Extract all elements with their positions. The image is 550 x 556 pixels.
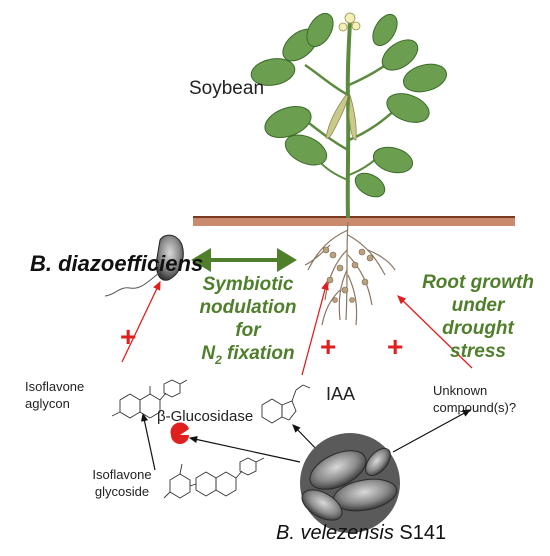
plus-sign-aglycon: + — [120, 321, 137, 352]
root-line3: stress — [450, 341, 506, 362]
soybean-plant — [250, 12, 448, 219]
aglycon-line1: Isoflavone — [25, 379, 85, 394]
glucosidase-enzyme-icon — [170, 422, 189, 444]
bradyrhizobium-cell — [104, 234, 184, 297]
velezensis-strain: S141 — [393, 522, 447, 544]
glucosidase-label: β-Glucosidase — [157, 408, 254, 425]
black-arrow-s141-to-glucosidase — [188, 436, 301, 463]
velezensis-micrograph — [300, 433, 400, 533]
n-label: N — [201, 343, 216, 364]
aglycon-line2: aglycon — [25, 396, 70, 411]
bradyrhizobium-label: B. diazoefficiens — [30, 251, 204, 276]
red-arrow-iaa — [301, 280, 329, 376]
black-arrow-s141-to-unknown — [392, 409, 472, 453]
fixation-label: fixation — [221, 343, 295, 364]
unknown-line2: compound(s)? — [433, 400, 517, 415]
root-line2: under drought — [442, 295, 514, 339]
soil-band — [193, 216, 515, 226]
aglycon-structure — [111, 379, 188, 419]
unknown-compound-label: Unknown compound(s)? — [433, 382, 533, 416]
glycoside-structure — [163, 457, 265, 499]
symbiotic-nodulation-label: Symbiotic nodulation for N2 fixation — [193, 273, 303, 372]
unknown-line1: Unknown — [433, 383, 488, 398]
aglycon-label: Isoflavone aglycon — [25, 378, 84, 412]
symbiotic-line1: Symbiotic — [202, 274, 294, 295]
plus-sign-unknown: + — [387, 331, 404, 362]
glycoside-label: Isoflavone glycoside — [82, 466, 162, 500]
glycoside-line1: Isoflavone — [92, 467, 152, 482]
red-arrow-aglycon — [121, 280, 161, 363]
root-line1: Root growth — [422, 272, 534, 293]
soybean-roots — [304, 221, 396, 326]
root-growth-label: Root growth under drought stress — [414, 271, 542, 363]
n-subscript: 2 — [215, 352, 222, 367]
plus-sign-iaa: + — [320, 331, 337, 362]
root-nodules — [322, 246, 374, 303]
soybean-label: Soybean — [189, 78, 265, 99]
iaa-structure — [261, 384, 311, 424]
black-arrow-glycoside-to-aglycon — [140, 412, 156, 471]
glycoside-line2: glycoside — [94, 484, 150, 499]
velezensis-label: B. velezensis S141 — [276, 522, 446, 545]
iaa-label: IAA — [326, 384, 356, 404]
red-arrow-unknown — [397, 295, 473, 369]
symbiotic-line2: nodulation for — [199, 297, 297, 341]
velezensis-name: B. velezensis — [276, 522, 394, 544]
symbiotic-line3: N2 fixation — [193, 342, 303, 372]
